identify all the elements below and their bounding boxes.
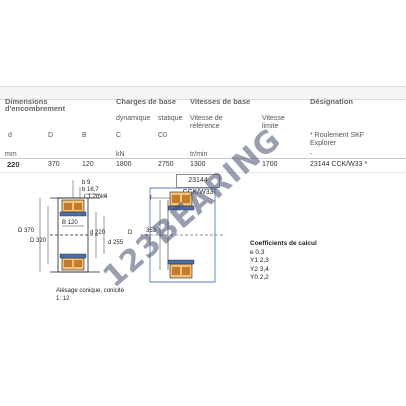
cell-C0: 2750 [158, 161, 174, 168]
cell-ref-speed: 1300 [190, 161, 206, 168]
label-taper-2: 1: 12 [56, 296, 70, 302]
calc-e: e 0,3 [250, 248, 265, 256]
col-B: B [82, 132, 87, 139]
cell-limit-speed: 1700 [262, 161, 278, 168]
header-loads: Charges de base [116, 97, 177, 106]
cell-D: 370 [48, 161, 60, 168]
label-b1: b 16,7 [82, 187, 99, 193]
header-speeds: Vitesses de base [190, 97, 251, 106]
header-dimensions-sub: d'encombrement [5, 104, 66, 113]
subheader-limit-speed-1: Vitesse [262, 115, 285, 122]
subheader-skf-2: Explorer [310, 140, 337, 147]
label-ra: r [150, 195, 152, 201]
label-r-min: r 1,2min [84, 194, 106, 200]
calc-Y2: Y2 3,4 [250, 265, 269, 273]
label-D1: D 320 [30, 238, 47, 244]
unit-mm: mm [5, 151, 17, 158]
bearing-code-box[interactable]: 23144 CCK/W33 [176, 174, 220, 196]
cell-B: 120 [82, 161, 94, 168]
unit-kn: kN [116, 151, 125, 158]
cell-designation[interactable]: 23144 CCK/W33 * [310, 161, 368, 168]
header-dimensions: Dimensions [5, 97, 48, 106]
table-header-band [0, 86, 406, 100]
calc-title: Coefficients de calcul [250, 240, 317, 247]
subheader-ref-speed-2: référence [190, 123, 220, 130]
subheader-static: statique [158, 115, 183, 122]
label-Da-value: 353 [146, 228, 157, 234]
cell-d: 220 [7, 160, 20, 169]
header-separator [0, 158, 406, 159]
header-designation: Désignation [310, 97, 353, 106]
col-D: D [48, 132, 54, 139]
subheader-ref-speed-1: Vitesse de [190, 115, 223, 122]
label-B: B 120 [62, 220, 78, 226]
col-C0: C0 [158, 132, 167, 139]
subheader-dynamic: dynamique [116, 115, 151, 122]
unit-rpm: tr/min [190, 151, 208, 158]
subheader-skf-1: * Roulement SKF [310, 132, 365, 139]
col-d: d [8, 132, 12, 139]
unit-dash: - [310, 151, 313, 158]
label-b-top: b 9 [82, 180, 91, 186]
row-divider [0, 172, 406, 173]
calc-Y0: Y0 2,2 [250, 274, 269, 281]
col-C: C [116, 132, 122, 139]
label-D: D 370 [18, 228, 35, 234]
subheader-limit-speed-2: limite [262, 123, 279, 130]
calc-Y1: Y1 2,3 [250, 257, 269, 264]
label-d: d 220 [90, 230, 106, 236]
label-4: 4 [104, 194, 108, 200]
label-taper-1: Alésage conique, conicité [56, 288, 125, 294]
label-Da: D [128, 230, 133, 236]
cell-C: 1800 [116, 161, 132, 168]
label-d2: d 255 [108, 240, 124, 246]
calc-coefficients: Coefficients de calcul e 0,3 Y1 2,3 Y2 3… [250, 240, 317, 283]
